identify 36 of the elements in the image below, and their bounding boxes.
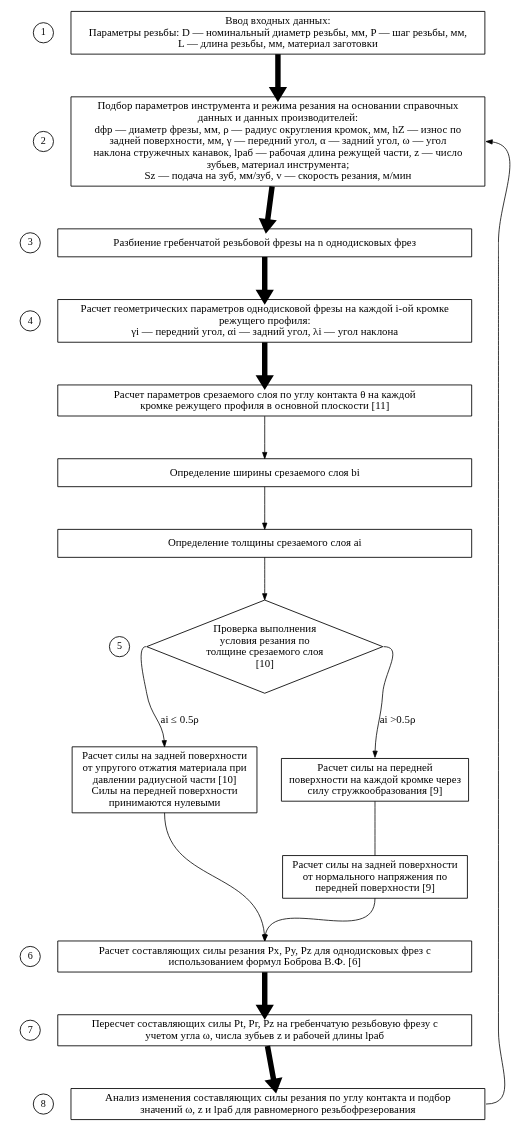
arrow [261, 415, 267, 459]
node-circle: 2 [32, 130, 54, 152]
arrow [140, 646, 167, 748]
arrow [263, 1045, 282, 1094]
arrow [255, 256, 274, 305]
arrow [485, 139, 510, 1105]
node-box: Анализ изменения составляющих силы резания по углу контакта и подбор значений ω, z и lраб для равномерного резьбофрезерования [70, 1088, 485, 1120]
node-box: Определение ширины срезаемого слоя bi [56, 458, 472, 488]
node-diamond: Проверка выполнения условия резания по толщине срезаемого слоя [10] [145, 599, 383, 694]
arrow [255, 342, 274, 391]
node-box: Расчет геометрических параметров однодисковой фрезы на каждой i-ой кромке режущего профиля: γi — передний угол, αi — задний угол, λi — угол наклона [56, 299, 472, 343]
edge-label: ai >0.5ρ [379, 712, 415, 725]
node-box: Расчет составляющих силы резания Px, Py, Pz для однодисковых фрез с использованием формул Боброва В.Ф. [6] [56, 940, 472, 973]
node-circle: 5 [108, 636, 130, 658]
node-box: Разбиение гребенчатой резьбовой фрезы на n однодисковых фрез [56, 228, 472, 258]
node-circle: 1 [32, 22, 54, 44]
node-box: Ввод входных данных: Параметры резьбы: D — номинальный диаметр резьбы, мм, P — шаг резьбы, мм, L — длина резьбы, мм, материал заготовки [70, 11, 485, 55]
arrow [258, 185, 277, 234]
arrow [261, 557, 267, 601]
node-box: Расчет силы на задней поверхности от нормального напряжения по передней поверхности [9] [281, 855, 468, 899]
node-circle: 4 [19, 310, 41, 332]
connector [374, 800, 375, 856]
node-circle: 6 [19, 946, 41, 968]
arrow [261, 486, 267, 530]
node-box: Расчет силы на передней поверхности на каждой кромке через силу стружкообразования [9] [280, 758, 469, 802]
node-box: Расчет силы на задней поверхности от упругого отжатия материала при давлении радиусной части [10] Силы на передней поверхности принимаются нулевыми [71, 746, 257, 814]
node-box: Определение толщины срезаемого слоя ai [56, 528, 472, 558]
node-box: Подбор параметров инструмента и режима резания на основании справочных данных и данных производителей: dфр — диаметр фрезы, мм, ρ — радиус округления кромок, мм, hZ — износ по задней поверхности, мм, γ — передний угол, α — задний угол, ω — угол наклона стружечных канавок, lраб — рабочая длина режущей части, z — число зубьев, материал инструмента; Sz — подача на зуб, мм/зуб, v — скорость резания, м/мин [70, 96, 485, 187]
node-circle: 7 [19, 1019, 41, 1041]
node-circle: 8 [32, 1093, 54, 1115]
node-box: Расчет параметров срезаемого слоя по углу контакта θ на каждой кромке режущего профиля в основной плоскости [11] [56, 384, 472, 417]
edge-label: ai ≤ 0.5ρ [160, 712, 199, 725]
node-circle: 3 [19, 232, 41, 254]
node-box: Пересчет составляющих силы Pt, Pr, Pz на гребенчатую резьбовую фрезу с учетом угла ω, числа зубьев z и рабочей длины lраб [56, 1014, 472, 1047]
arrow [268, 54, 287, 103]
arrow [255, 972, 274, 1020]
